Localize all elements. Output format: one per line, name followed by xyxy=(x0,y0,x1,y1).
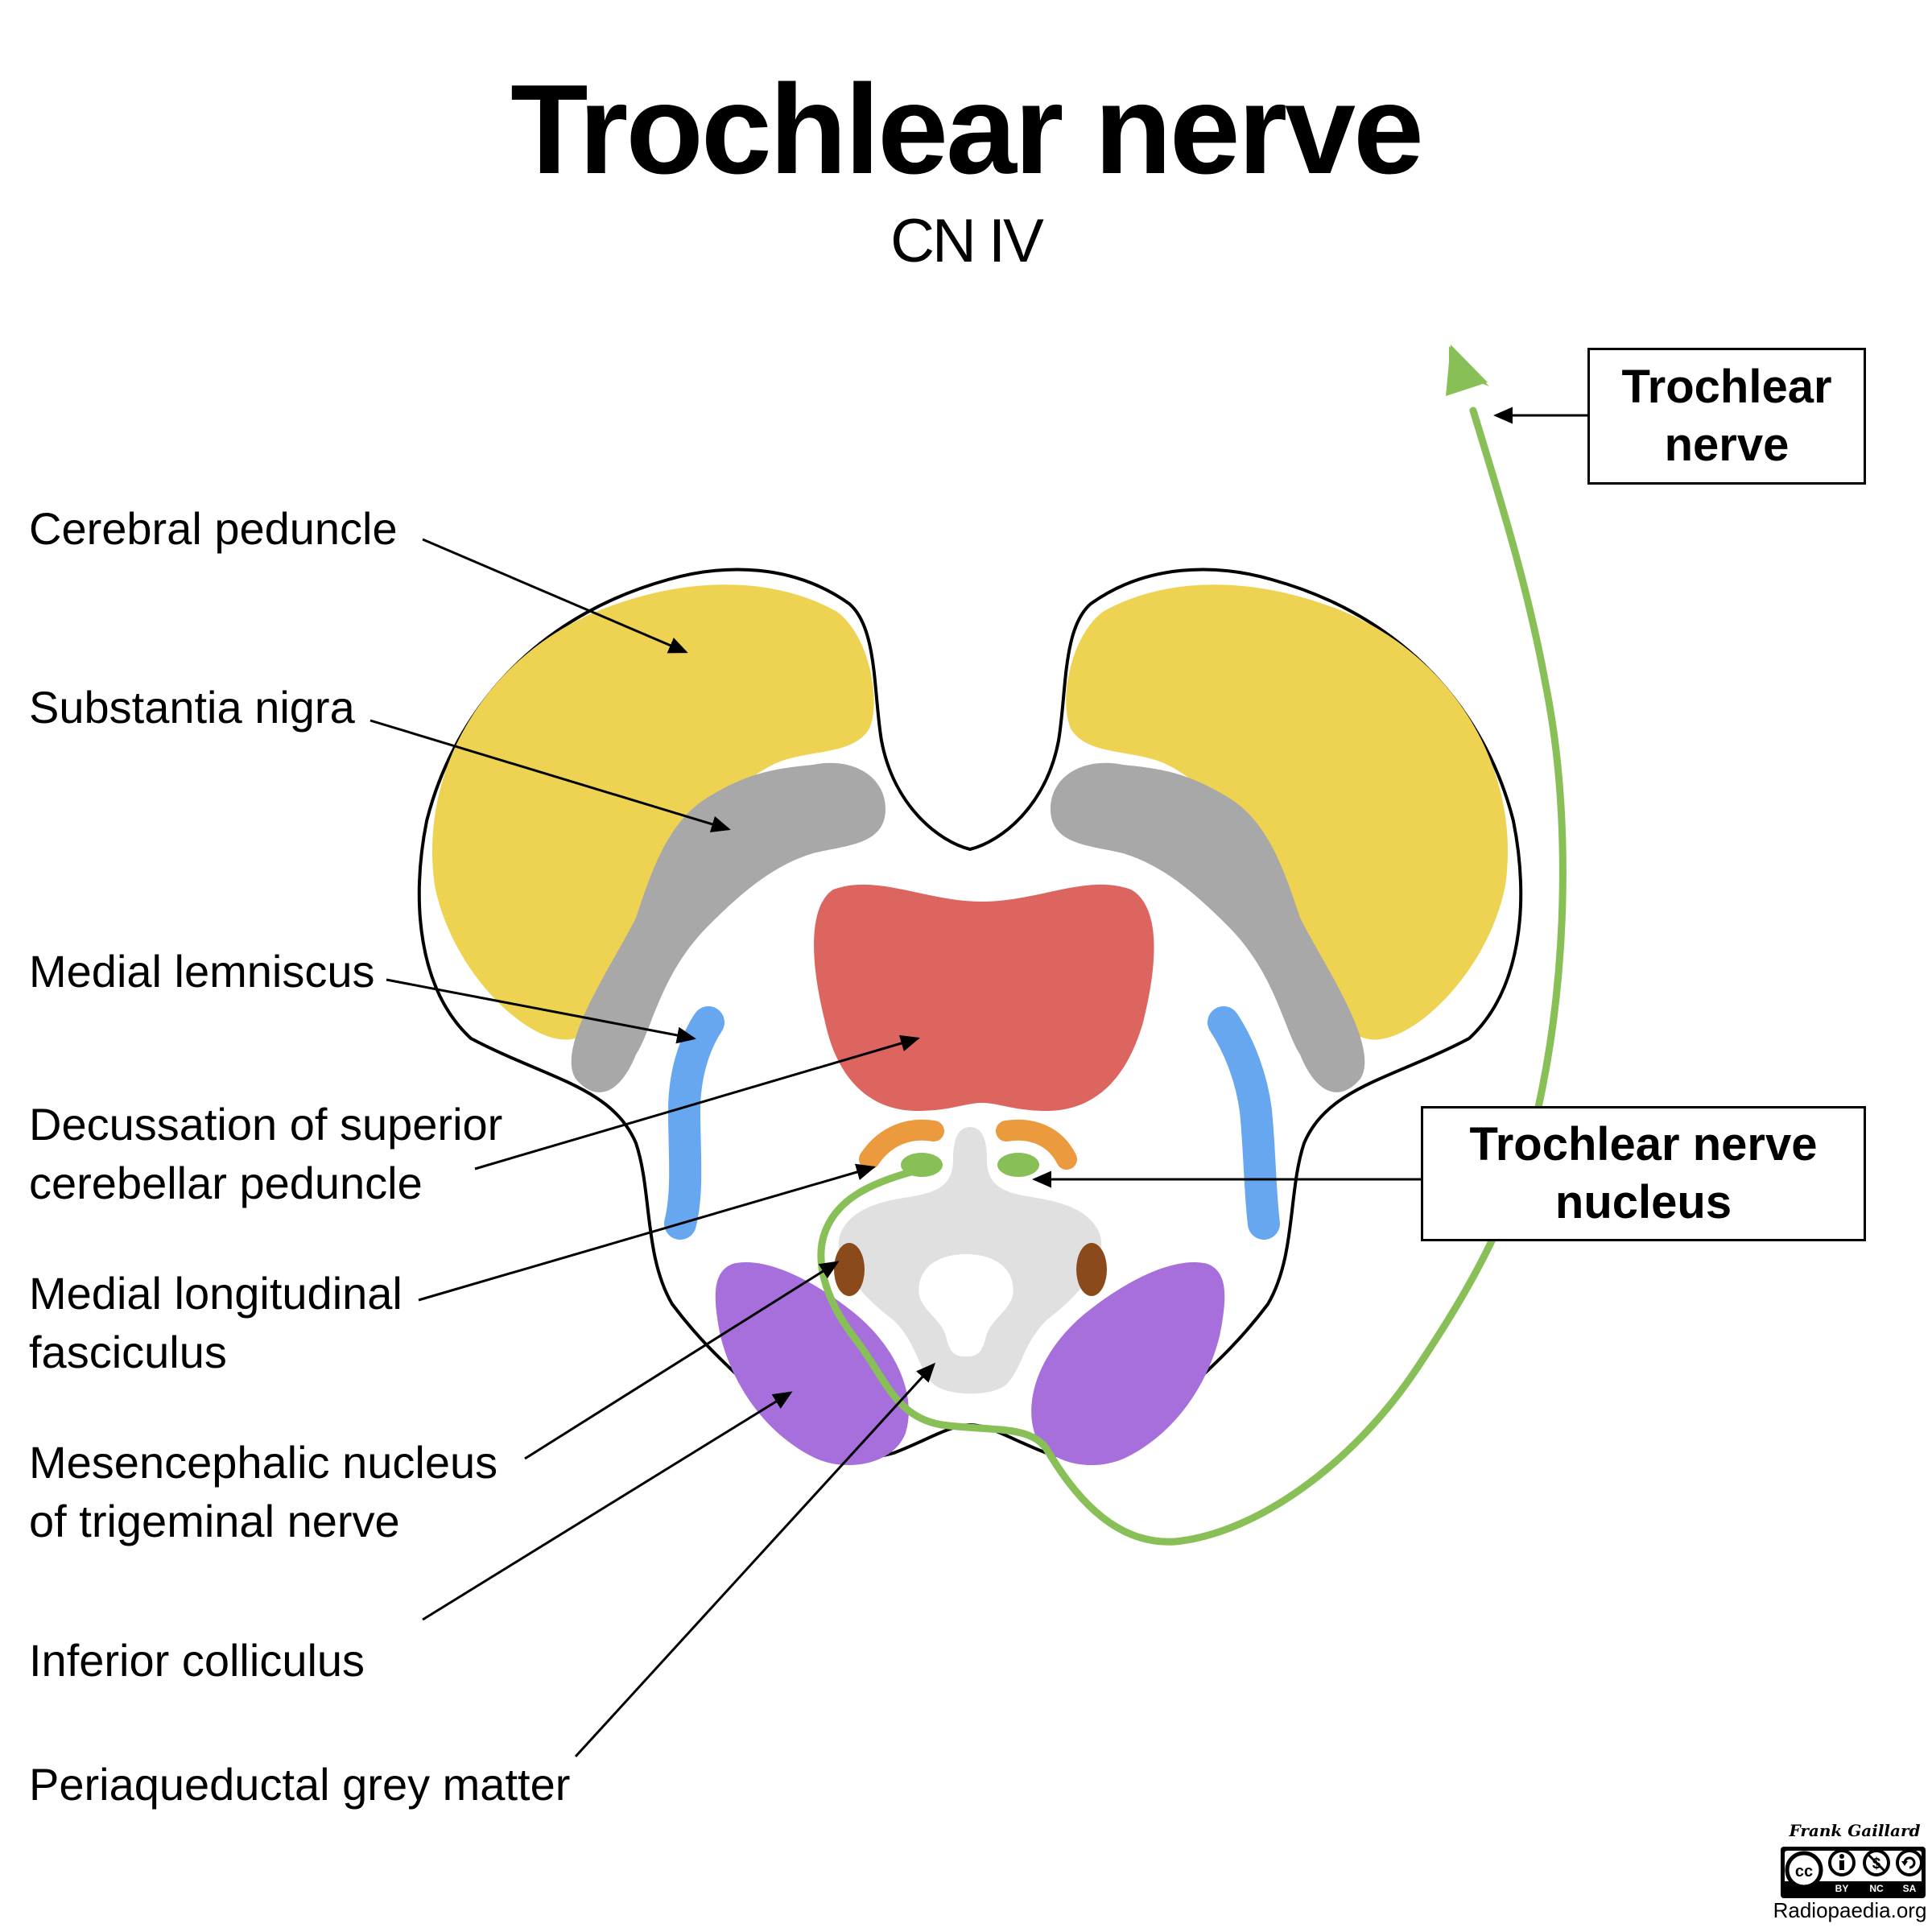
page-subtitle: CN IV xyxy=(890,207,1044,275)
leader-mlf xyxy=(418,1163,876,1302)
cerebral-aqueduct xyxy=(919,1254,1013,1356)
box-trochlear-nerve-line1: Trochlear xyxy=(1621,361,1832,413)
label-decussation-line2: cerebellar peduncle xyxy=(29,1158,423,1208)
box-trochlear-nucleus-line2: nucleus xyxy=(1554,1176,1732,1228)
label-cerebral-peduncle: Cerebral peduncle xyxy=(29,503,398,554)
label-substantia-nigra: Substantia nigra xyxy=(29,682,355,733)
label-mesencephalic-line1: Mesencephalic nucleus xyxy=(29,1437,498,1488)
leader-decussation xyxy=(474,1034,920,1170)
box-trochlear-nucleus-line1: Trochlear nerve xyxy=(1469,1118,1818,1170)
sa-icon xyxy=(1896,1849,1923,1876)
label-mlf: Medial longitudinal fasciculus xyxy=(29,1264,402,1381)
leader-medial-lemniscus xyxy=(386,978,696,1044)
box-trochlear-nerve-nucleus: Trochlear nerve nucleus xyxy=(1421,1106,1866,1241)
credit-author: Frank Gaillard xyxy=(1789,1821,1921,1840)
label-mesencephalic-nucleus: Mesencephalic nucleus of trigeminal nerv… xyxy=(29,1433,497,1550)
cc-license-badge: cc $ BY NC SA xyxy=(1781,1847,1926,1898)
leader-inferior-colliculus xyxy=(422,1391,793,1621)
leader-mesencephalic-nucleus xyxy=(524,1261,840,1460)
badge-term-sa: SA xyxy=(1903,1883,1917,1894)
page-title: Trochlear nerve xyxy=(510,59,1424,200)
label-mesencephalic-line2: of trigeminal nerve xyxy=(29,1496,400,1546)
leader-cerebral-peduncle xyxy=(422,538,688,654)
cerebral-peduncle-left xyxy=(431,584,874,1040)
label-decussation-line1: Decussation of superior xyxy=(29,1099,503,1150)
box-trochlear-nerve-text: Trochlear nerve xyxy=(1621,358,1831,474)
mesencephalic-nucleus-right xyxy=(1076,1243,1107,1296)
credit-site: Radiopaedia.org xyxy=(1773,1898,1927,1922)
decussation-superior-cerebellar-peduncle xyxy=(814,884,1154,1111)
label-mlf-line2: fasciculus xyxy=(29,1327,227,1377)
badge-term-nc: NC xyxy=(1869,1883,1884,1894)
inferior-colliculus-left xyxy=(715,1262,909,1465)
medial-lemniscus-left xyxy=(664,1006,724,1240)
trochlear-nucleus-right xyxy=(997,1153,1039,1177)
label-medial-lemniscus: Medial lemniscus xyxy=(29,946,375,997)
cerebral-peduncle-right xyxy=(1066,584,1509,1040)
medial-longitudinal-fasciculus-right xyxy=(996,1119,1077,1170)
leader-substantia-nigra xyxy=(369,719,731,832)
box-trochlear-nucleus-text: Trochlear nerve nucleus xyxy=(1470,1116,1818,1232)
medial-longitudinal-fasciculus-left xyxy=(859,1119,944,1170)
label-mlf-line1: Medial longitudinal xyxy=(29,1268,402,1319)
cc-icon xyxy=(1785,1851,1823,1889)
substantia-nigra-left xyxy=(571,762,886,1092)
label-decussation: Decussation of superior cerebellar pedun… xyxy=(29,1095,502,1212)
inferior-colliculus-right xyxy=(1031,1262,1225,1465)
svg-text:cc: cc xyxy=(1795,1863,1813,1880)
trochlear-nerve-pathway xyxy=(817,407,1567,1546)
box-trochlear-nerve-line2: nerve xyxy=(1664,419,1790,471)
substantia-nigra-right xyxy=(1051,762,1365,1092)
label-inferior-colliculus: Inferior colliculus xyxy=(29,1635,365,1686)
trochlear-nerve-arrowhead-main xyxy=(1446,345,1488,396)
mesencephalic-nucleus-left xyxy=(834,1243,865,1296)
leader-periaqueductal xyxy=(574,1362,936,1758)
badge-term-by: BY xyxy=(1835,1883,1849,1894)
label-periaqueductal: Periaqueductal grey matter xyxy=(29,1759,571,1810)
box-trochlear-nerve: Trochlear nerve xyxy=(1587,348,1866,485)
medial-lemniscus-right xyxy=(1208,1006,1280,1240)
